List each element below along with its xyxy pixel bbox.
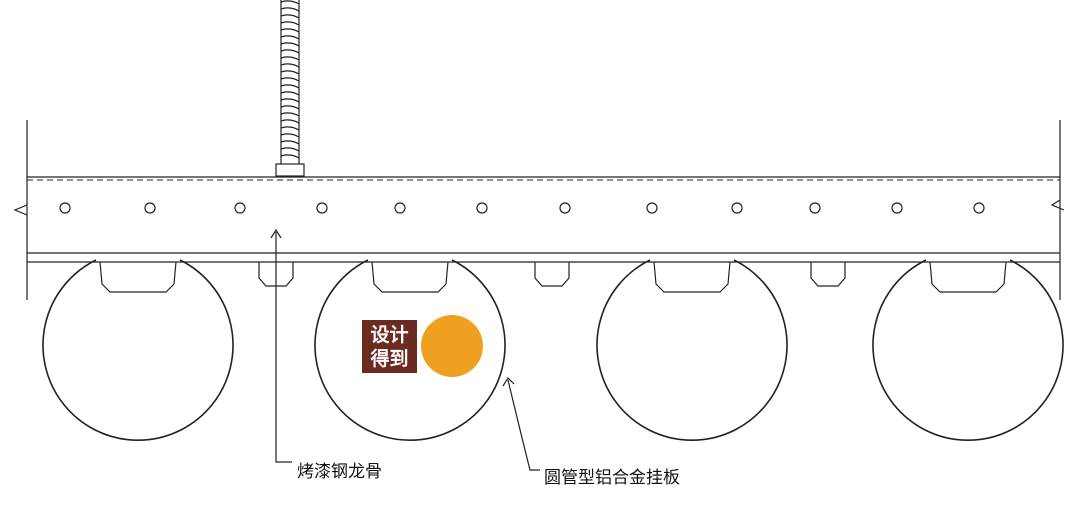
round-tube-panel [314,259,506,441]
keel-leader-arrow [270,228,282,239]
rail-lines [27,252,1060,263]
panel-clip-channel [653,261,731,293]
logo-line2: 得到 [370,348,409,370]
keel-label: 烤漆钢龙骨 [297,462,382,482]
panel-label: 圆管型铝合金挂板 [544,468,680,488]
keel-hole [973,202,985,214]
logo-badge-icon [421,315,483,377]
keel-hole [316,202,328,214]
panel-leader-line [507,379,540,471]
panel-clip-channel [99,261,177,293]
keel-hanger-slot [810,262,846,287]
keel-hole [731,202,743,214]
hex-nut [275,163,305,177]
round-tube-panel [42,259,234,441]
round-tube-panel [596,259,788,441]
break-mark-left [13,204,28,216]
keel-hole [59,202,71,214]
keel-leader-line [275,232,292,463]
keel-hole [809,202,821,214]
keel-hole [646,202,658,214]
keel-hole [476,202,488,214]
logo-line1: 设计 [370,324,409,346]
keel-hole [891,202,903,214]
keel-hole [394,202,406,214]
panel-leader-arrow [502,377,515,387]
keel-hanger-slot [534,262,570,287]
keel-hole [144,202,156,214]
logo-text-box: 设计得到 [362,320,417,373]
keel-hole [234,202,246,214]
round-tube-panel [872,259,1064,441]
keel-hole [559,202,571,214]
panel-clip-channel [371,261,449,293]
break-mark-right [1050,199,1065,211]
threaded-rod-coil [280,0,300,159]
panel-clip-channel [929,261,1007,293]
